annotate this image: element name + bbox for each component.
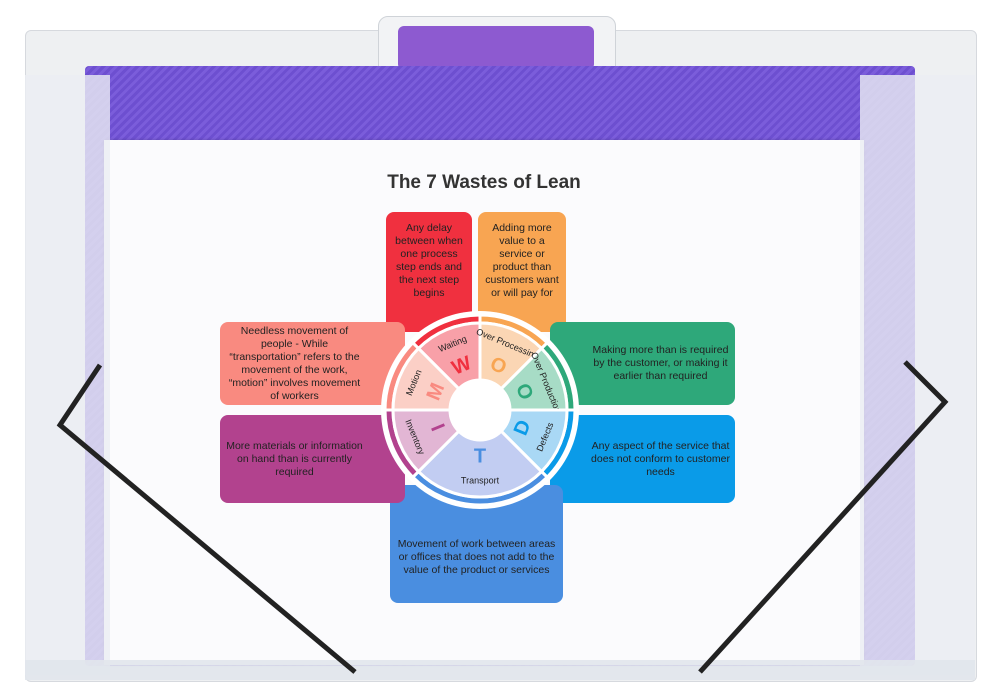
transport-wheel-label: Transport [461,475,500,485]
over-production-box: Making more than is required by the cust… [550,322,735,405]
elastic-band-left [56,363,357,674]
waiting-box: Any delay between when one process step … [386,212,472,332]
inventory-box: More materials or information on hand th… [220,415,405,503]
diagram-title: The 7 Wastes of Lean [387,172,581,193]
transport-box: Movement of work between areas or office… [390,485,563,603]
over-production-letter: O [511,380,537,403]
motion-box: Needless movement of people - While “tra… [220,322,405,405]
transport-letter: T [474,445,486,467]
wheel-center [450,380,510,440]
motion-letter: M [423,380,450,404]
folder-tab-label-area [398,26,594,70]
folder-front-bottom [25,660,975,680]
defects-box: Any aspect of the service that does not … [550,415,735,503]
over-processing-letter: O [487,353,510,379]
elastic-band-right [698,360,949,674]
